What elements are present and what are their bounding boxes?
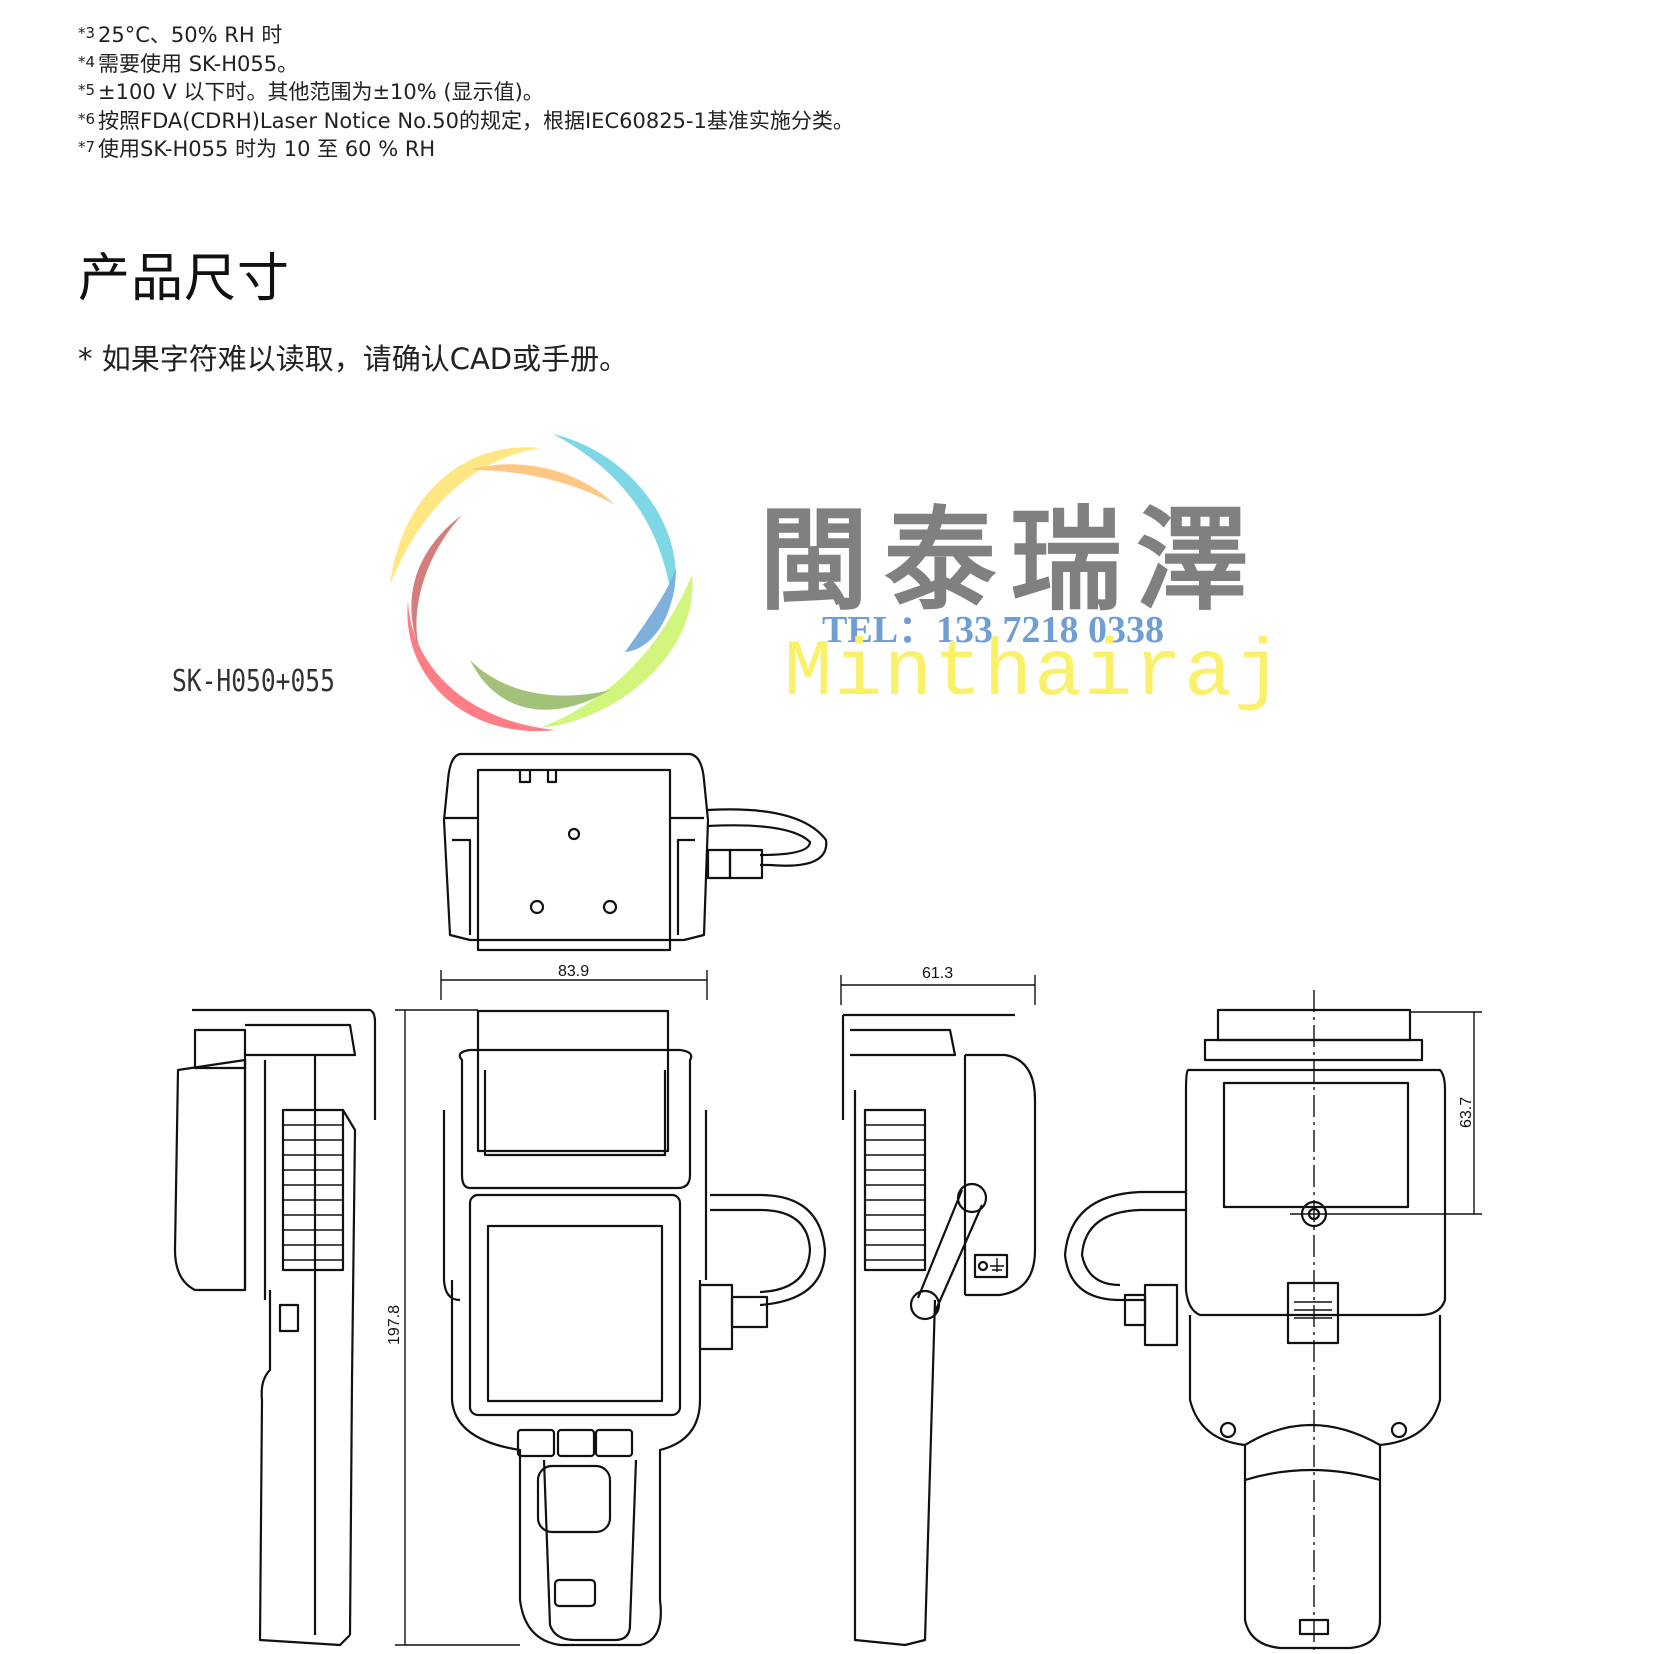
footnote-5: *5±100 V 以下时。其他范围为±10% (显示值)。 (78, 80, 544, 104)
dimension-height: 197.8 (386, 1304, 403, 1345)
watermark-logo-icon (390, 434, 693, 732)
cad-hint: * 如果字符难以读取，请确认CAD或手册。 (78, 342, 629, 376)
back-view (1063, 990, 1447, 1654)
left-side-view (173, 1008, 377, 1647)
dimension-side-width: 61.3 (922, 965, 954, 982)
watermark-company-cn: 閩泰瑞澤 (758, 495, 1262, 626)
dimension-front-width: 83.9 (558, 963, 590, 980)
section-title: 产品尺寸 (78, 249, 291, 309)
watermark-company-en: Minthairaj (784, 628, 1285, 719)
top-view (442, 752, 828, 952)
dimension-lines (395, 970, 1482, 1646)
watermark-tel: TEL：133 7218 0338 (822, 609, 1165, 651)
right-side-view (841, 1013, 1037, 1647)
model-label: SK-H050+055 (172, 664, 335, 699)
front-view (442, 1009, 827, 1647)
dimension-back-height: 63.7 (1458, 1096, 1475, 1128)
